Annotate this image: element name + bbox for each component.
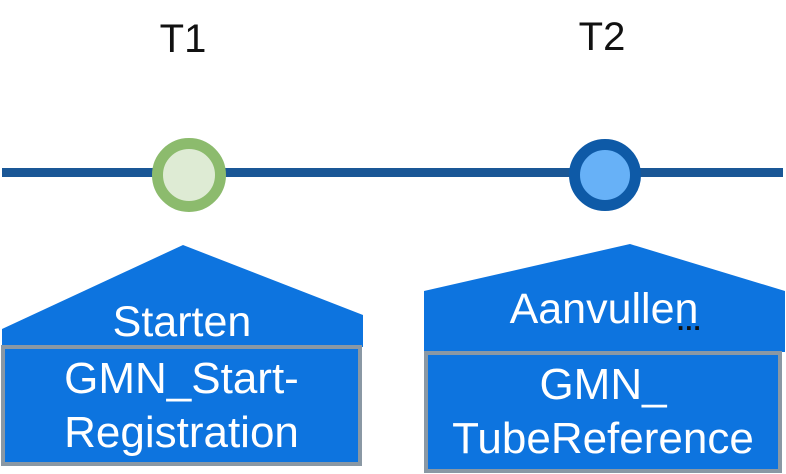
form-box-line: TubeReference [452, 414, 754, 463]
up-arrow-shape-aanvullen [424, 244, 785, 352]
up-arrow-shape-starten [2, 245, 363, 347]
milestone-circle-t2 [569, 139, 641, 211]
phase-label-aanvullen: Aanvullen [509, 285, 699, 333]
phase-label-starten: Starten [112, 298, 252, 346]
form-box-line: GMN_Start- [64, 353, 299, 403]
ellipsis-text: ... [677, 306, 702, 336]
timepoint-label-t1: T1 [159, 17, 207, 61]
timeline-axis [2, 168, 783, 177]
timepoint-label-t2: T2 [578, 15, 626, 59]
milestone-circle-t1 [152, 138, 226, 212]
form-box-gmn-tubereference: GMN_ TubeReference [424, 351, 782, 473]
form-box-line: GMN_ [539, 360, 667, 409]
form-box-line: Registration [64, 407, 299, 457]
form-box-gmn-start-registration: GMN_Start- Registration [1, 345, 362, 466]
